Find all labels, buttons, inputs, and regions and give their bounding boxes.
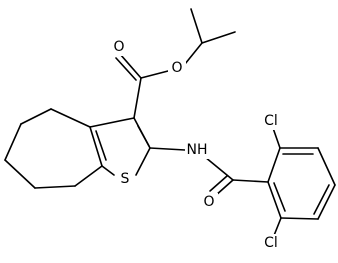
bond: [4, 123, 22, 161]
bond: [204, 156, 234, 181]
bond: [20, 108, 52, 125]
bond: [267, 147, 281, 183]
bond: [267, 181, 282, 219]
double-bond: [209, 175, 228, 192]
ester-group: [115, 8, 236, 119]
bond: [232, 179, 269, 183]
bond: [184, 42, 203, 65]
ester-carbonyl-oxygen-label: O: [113, 39, 124, 55]
bond: [101, 165, 115, 176]
bond: [89, 117, 135, 128]
chlorine-bottom-label: Cl: [264, 235, 278, 251]
double-bond-inner: [273, 182, 286, 212]
bond: [201, 31, 236, 44]
bond: [133, 77, 142, 119]
chlorine-top-label: Cl: [264, 113, 278, 129]
double-bond-inner: [95, 130, 107, 161]
bond: [4, 159, 36, 189]
double-bond-inner: [313, 184, 330, 215]
thiophene-sulfur-label: S: [121, 171, 130, 187]
bond: [149, 147, 186, 151]
amide-oxygen-label: O: [203, 194, 214, 210]
bond: [119, 53, 142, 79]
bond: [74, 165, 103, 187]
bond: [34, 185, 76, 189]
bond: [89, 126, 103, 167]
double-bond: [115, 57, 137, 81]
ester-oxygen-label: O: [171, 60, 182, 76]
dichlorophenyl-ring: [267, 127, 336, 239]
cycloheptane-ring: [4, 108, 103, 189]
atom-labels: O O NH S O Cl Cl: [110, 38, 282, 252]
bond: [280, 217, 319, 220]
double-bond-inner: [137, 125, 150, 147]
bond: [190, 8, 203, 44]
bond: [317, 147, 336, 186]
bond: [272, 127, 281, 149]
bond: [317, 184, 336, 220]
bond: [50, 108, 91, 128]
amide-nitrogen-label: NH: [187, 142, 208, 158]
bond: [135, 147, 151, 176]
thiophene-ring: [89, 117, 151, 176]
bond: [140, 70, 169, 79]
